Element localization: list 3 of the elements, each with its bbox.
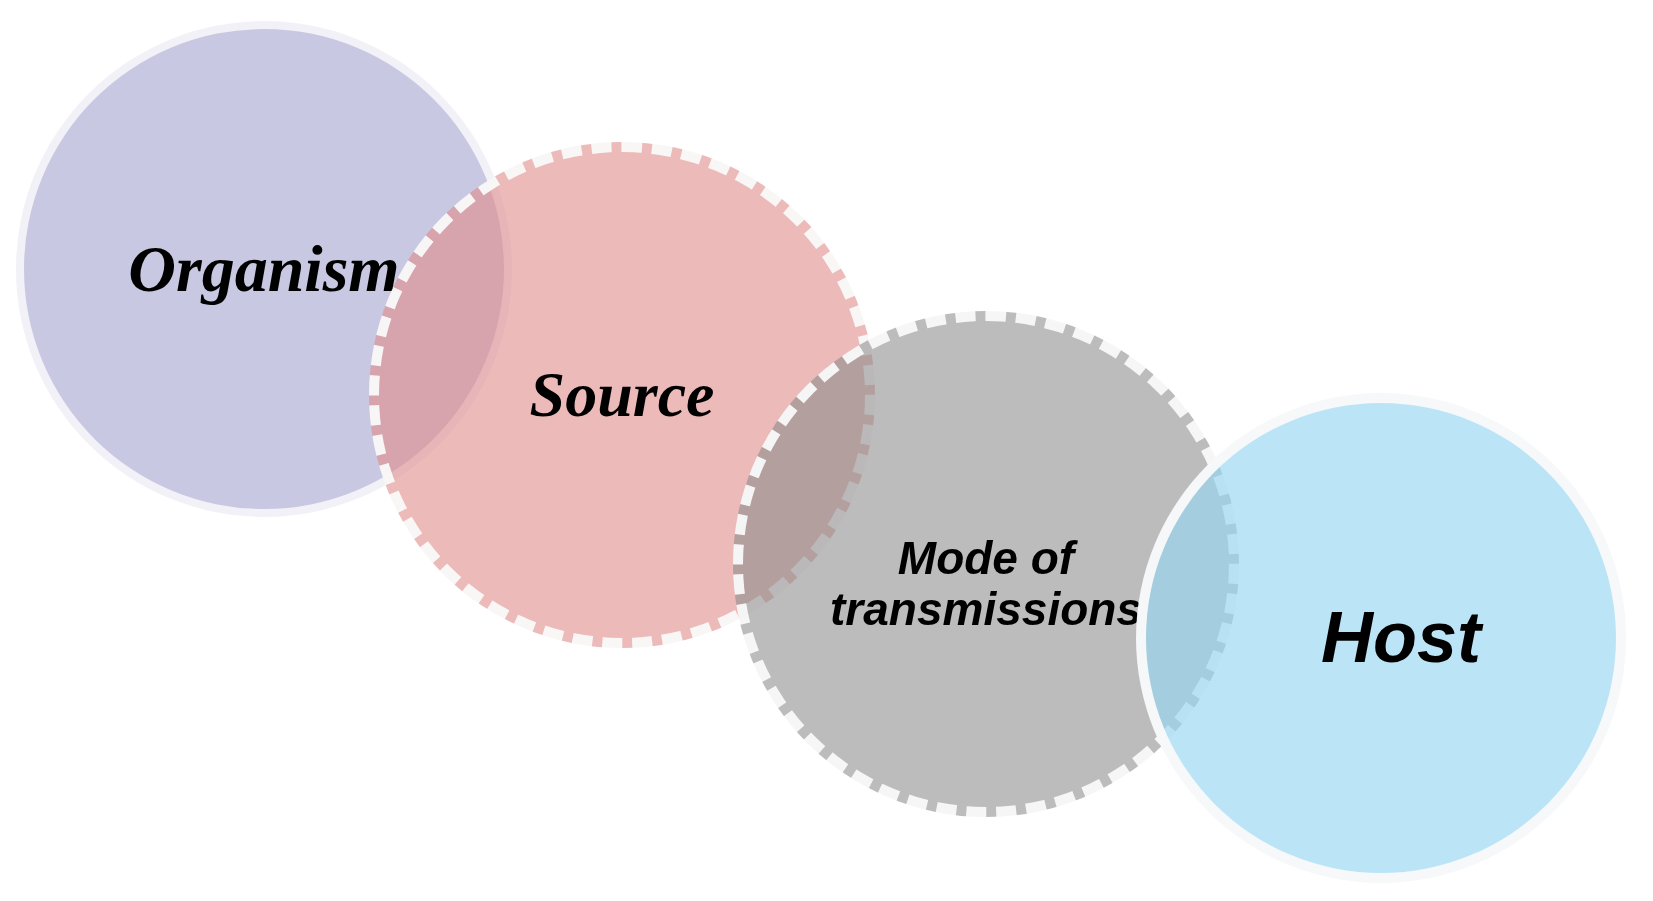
node-label: Organism — [128, 232, 400, 306]
node-label: Source — [529, 359, 715, 431]
node-label: Mode of transmissions — [829, 533, 1143, 635]
